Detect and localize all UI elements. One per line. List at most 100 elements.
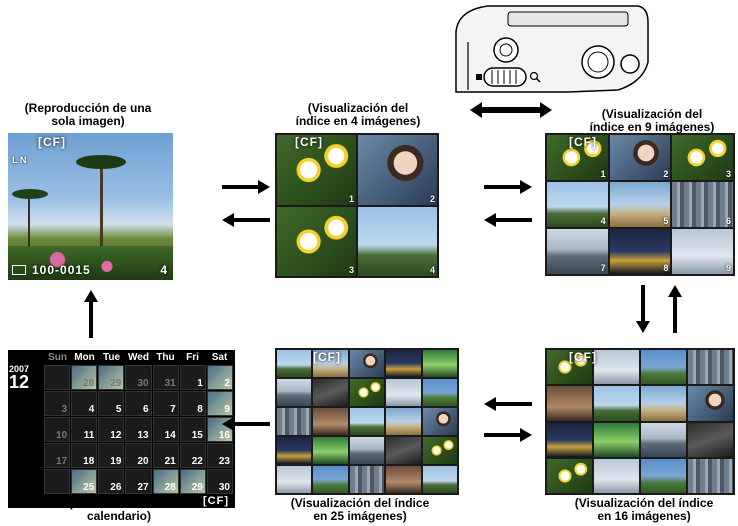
calendar-day[interactable]: 7 <box>152 391 179 416</box>
thumbnail[interactable] <box>349 437 385 464</box>
calendar-day[interactable]: 30 <box>125 365 152 390</box>
calendar-day[interactable]: 14 <box>152 417 179 442</box>
calendar-day[interactable]: 20 <box>125 443 152 468</box>
calendar-day[interactable]: 13 <box>125 417 152 442</box>
weekday-label: Tue <box>102 352 121 363</box>
calendar-day[interactable]: 3 <box>44 391 71 416</box>
calendar-day[interactable]: 17 <box>44 443 71 468</box>
thumbnail[interactable] <box>688 350 733 385</box>
calendar-day[interactable]: 27 <box>125 469 152 494</box>
thumbnail[interactable] <box>594 386 639 421</box>
thumbnail[interactable] <box>313 408 348 435</box>
arrow-right-icon <box>222 180 270 194</box>
thumbnail[interactable] <box>688 422 733 457</box>
thumbnail[interactable]: 2 <box>358 135 437 205</box>
thumbnail[interactable] <box>688 386 733 421</box>
thumbnail[interactable] <box>349 466 385 493</box>
thumbnail[interactable] <box>547 422 592 457</box>
thumbnail[interactable] <box>641 422 686 457</box>
thumbnail[interactable] <box>422 379 457 406</box>
calendar-day[interactable]: 28 <box>152 469 179 494</box>
magnifier-icon <box>529 71 539 81</box>
thumbnail[interactable] <box>641 458 686 493</box>
thumbnail[interactable] <box>594 422 639 457</box>
thumbnail[interactable] <box>313 466 348 493</box>
thumbnail[interactable]: 9 <box>672 229 733 274</box>
day-number: 6 <box>143 404 149 415</box>
calendar-day[interactable]: 4 <box>71 391 98 416</box>
thumbnail[interactable] <box>313 350 348 377</box>
thumbnail[interactable] <box>349 408 385 435</box>
calendar-day[interactable]: 11 <box>71 417 98 442</box>
thumbnail[interactable]: 5 <box>609 182 671 227</box>
thumbnail[interactable] <box>349 350 385 377</box>
thumbnail[interactable] <box>594 458 639 493</box>
calendar-day[interactable]: 9 <box>206 391 233 416</box>
thumbnail[interactable] <box>422 466 457 493</box>
calendar-day[interactable]: 18 <box>71 443 98 468</box>
calendar-day[interactable]: 26 <box>98 469 125 494</box>
calendar-day[interactable]: 1 <box>179 365 206 390</box>
day-number: 30 <box>218 482 230 493</box>
thumbnail[interactable] <box>277 350 312 377</box>
thumbnail[interactable] <box>313 379 348 406</box>
day-number: 31 <box>164 378 176 389</box>
calendar-day[interactable]: 22 <box>179 443 206 468</box>
calendar-day[interactable] <box>44 469 71 494</box>
thumbnail[interactable] <box>277 437 312 464</box>
thumbnail[interactable] <box>386 350 421 377</box>
calendar-day[interactable]: 23 <box>206 443 233 468</box>
calendar-day[interactable]: 19 <box>98 443 125 468</box>
calendar-day[interactable]: 29 <box>98 365 125 390</box>
calendar-day[interactable]: 10 <box>44 417 71 442</box>
thumbnail[interactable] <box>594 350 639 385</box>
thumbnail[interactable]: 8 <box>609 229 671 274</box>
thumbnail[interactable] <box>547 458 592 493</box>
thumbnail[interactable] <box>422 350 457 377</box>
caption-index16: (Visualización del índice en 16 imágenes… <box>574 496 714 523</box>
calendar-day[interactable]: 29 <box>179 469 206 494</box>
thumbnail[interactable]: 6 <box>672 182 733 227</box>
thumbnail[interactable] <box>641 350 686 385</box>
thumbnail[interactable] <box>277 408 312 435</box>
calendar-day[interactable]: 25 <box>71 469 98 494</box>
thumbnail[interactable]: 1 <box>277 135 356 205</box>
calendar-day[interactable] <box>44 365 71 390</box>
thumbnail[interactable]: 3 <box>672 135 733 180</box>
thumbnail[interactable]: 1 <box>547 135 608 180</box>
thumbnail[interactable] <box>688 458 733 493</box>
calendar-day[interactable]: 15 <box>179 417 206 442</box>
weekday-label: Sun <box>48 352 67 363</box>
calendar-day[interactable]: 12 <box>98 417 125 442</box>
calendar-day[interactable]: 8 <box>179 391 206 416</box>
thumbnail[interactable]: 4 <box>358 206 437 276</box>
thumbnail[interactable] <box>349 379 385 406</box>
thumbnail[interactable] <box>386 379 421 406</box>
calendar-day[interactable]: 31 <box>152 365 179 390</box>
thumbnail[interactable] <box>422 408 457 435</box>
thumbnail[interactable] <box>547 350 592 385</box>
calendar-day[interactable]: 28 <box>71 365 98 390</box>
double-arrow-icon <box>470 102 552 118</box>
thumbnail[interactable] <box>277 379 312 406</box>
thumbnail[interactable] <box>386 466 421 493</box>
thumbnail[interactable] <box>547 386 592 421</box>
calendar-day[interactable]: 5 <box>98 391 125 416</box>
day-number: 25 <box>83 482 95 493</box>
thumbnail[interactable] <box>641 386 686 421</box>
arrow-right-icon <box>484 180 532 194</box>
calendar-day[interactable]: 21 <box>152 443 179 468</box>
thumbnail[interactable] <box>313 437 348 464</box>
calendar-day[interactable]: 30 <box>206 469 233 494</box>
calendar-day[interactable]: 6 <box>125 391 152 416</box>
thumbnail[interactable]: 2 <box>609 135 671 180</box>
thumbnail[interactable] <box>422 437 457 464</box>
thumbnail[interactable] <box>386 437 421 464</box>
thumbnail[interactable] <box>386 408 421 435</box>
calendar-day[interactable]: 2 <box>206 365 233 390</box>
thumbnail[interactable]: 4 <box>547 182 608 227</box>
thumbnail[interactable]: 3 <box>277 206 356 276</box>
day-number: 29 <box>110 378 122 389</box>
thumbnail[interactable] <box>277 466 312 493</box>
thumbnail[interactable]: 7 <box>547 229 608 274</box>
